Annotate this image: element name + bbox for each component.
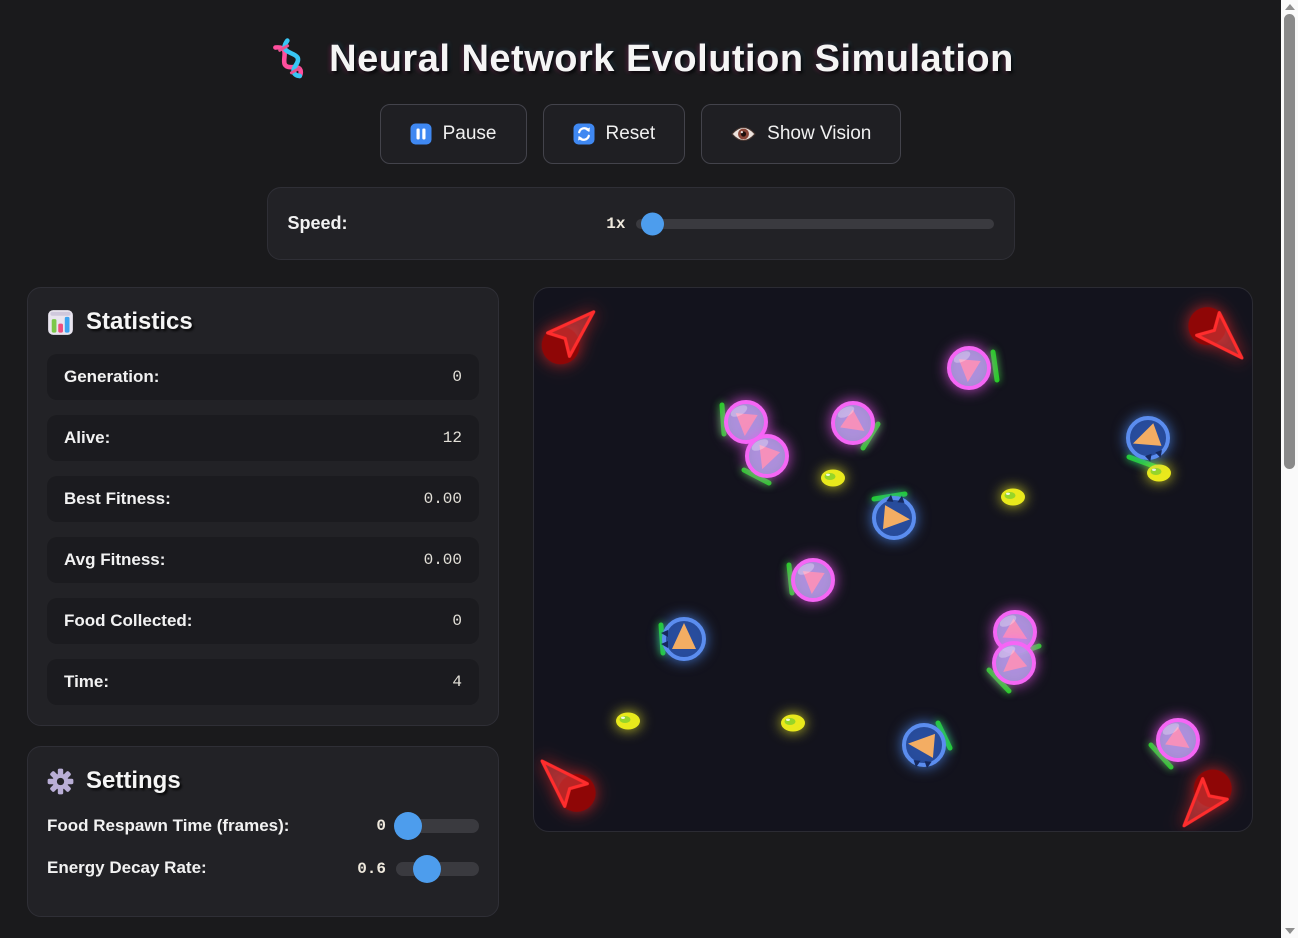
statistics-title: Statistics <box>86 308 193 335</box>
energy-decay-slider[interactable] <box>396 854 479 883</box>
wall-segment <box>990 349 1000 383</box>
predator <box>541 310 596 365</box>
speed-slider[interactable] <box>635 212 994 235</box>
setting-label: Energy Decay Rate: <box>47 858 207 878</box>
speed-panel: Speed: 1x <box>266 187 1015 260</box>
stat-label: Alive: <box>64 428 111 447</box>
stat-label: Food Collected: <box>64 611 193 630</box>
speed-slider-thumb[interactable] <box>640 212 664 235</box>
stat-label: Avg Fitness: <box>64 550 166 569</box>
food-item <box>616 712 640 730</box>
gear-icon <box>47 768 74 794</box>
agent-pink <box>947 346 991 390</box>
setting-row-energy-decay: Energy Decay Rate: 0.6 <box>47 854 479 883</box>
agent-pink <box>993 610 1037 654</box>
setting-value: 0.6 <box>357 859 386 878</box>
settings-header: Settings <box>47 767 479 795</box>
main-area: Statistics Generation: 0 Alive: 12 Best … <box>27 287 1281 917</box>
settings-panel: Settings Food Respawn Time (frames): 0 E… <box>27 746 499 917</box>
agent-pink <box>831 401 875 445</box>
setting-label: Food Respawn Time (frames): <box>47 816 290 835</box>
reset-button-label: Reset <box>605 123 656 144</box>
predator <box>1188 307 1244 360</box>
scrollbar-down-button[interactable] <box>1281 924 1298 938</box>
agent-blue <box>872 494 916 540</box>
agent-blue <box>1126 416 1170 462</box>
stat-label: Best Fitness: <box>64 489 171 508</box>
stat-row-time: Time: 4 <box>47 659 479 705</box>
food-item <box>781 714 805 732</box>
wall-segment <box>741 467 772 486</box>
food-item <box>1147 464 1171 482</box>
food-respawn-slider-thumb[interactable] <box>394 812 423 841</box>
stat-value: 12 <box>442 429 462 447</box>
food-respawn-slider[interactable] <box>394 812 479 841</box>
dna-icon <box>273 38 304 79</box>
stat-row-generation: Generation: 0 <box>47 354 479 400</box>
scrollbar-down-icon <box>1284 928 1295 934</box>
agent-blue <box>902 723 946 769</box>
scrollbar[interactable] <box>1281 0 1298 938</box>
show-vision-button-label: Show Vision <box>767 123 872 144</box>
statistics-header: Statistics <box>47 308 479 336</box>
stat-value: 0 <box>452 368 462 386</box>
left-column: Statistics Generation: 0 Alive: 12 Best … <box>27 287 499 917</box>
page: Neural Network Evolution Simulation Paus… <box>0 36 1281 917</box>
pause-button[interactable]: Pause <box>379 104 527 164</box>
pause-icon <box>410 123 432 145</box>
stat-value: 0.00 <box>423 490 462 508</box>
agent-blue <box>661 617 706 661</box>
stat-row-best-fitness: Best Fitness: 0.00 <box>47 476 479 522</box>
reset-button[interactable]: Reset <box>542 104 686 164</box>
setting-value: 0 <box>376 817 386 836</box>
show-vision-button[interactable]: Show Vision <box>701 104 902 164</box>
agent-pink <box>1156 718 1200 762</box>
wall-segment <box>935 720 953 751</box>
eye-icon <box>731 126 756 142</box>
setting-control: 0 <box>376 812 479 841</box>
agent-pink <box>791 558 835 602</box>
food-item <box>821 469 845 487</box>
page-header: Neural Network Evolution Simulation <box>0 36 1281 82</box>
predator <box>540 759 596 812</box>
agent-pink <box>724 400 768 444</box>
bar-chart-icon <box>48 309 73 335</box>
pause-button-label: Pause <box>442 123 497 144</box>
statistics-panel: Statistics Generation: 0 Alive: 12 Best … <box>27 287 499 726</box>
stat-row-avg-fitness: Avg Fitness: 0.00 <box>47 537 479 583</box>
stat-value: 0 <box>452 612 462 630</box>
scrollbar-up-button[interactable] <box>1281 0 1298 14</box>
stat-value: 0.00 <box>423 551 462 569</box>
predator <box>1182 769 1232 828</box>
simulation-canvas <box>533 287 1253 832</box>
stat-label: Generation: <box>64 367 160 386</box>
agent-pink <box>992 641 1036 685</box>
wall-segment <box>986 667 1012 694</box>
simulation-svg <box>540 307 1244 828</box>
speed-label: Speed: <box>287 213 348 233</box>
wall-segment <box>719 402 727 437</box>
stat-row-alive: Alive: 12 <box>47 415 479 461</box>
food-item <box>1001 488 1025 506</box>
stat-label: Time: <box>64 672 110 691</box>
settings-title: Settings <box>86 767 181 794</box>
setting-control: 0.6 <box>357 854 479 883</box>
page-title: Neural Network Evolution Simulation <box>329 37 1014 80</box>
setting-row-food-respawn: Food Respawn Time (frames): 0 <box>47 812 479 841</box>
stat-row-food-collected: Food Collected: 0 <box>47 598 479 644</box>
reset-icon <box>573 123 594 145</box>
toolbar: Pause Reset Show Vision <box>0 104 1281 164</box>
wall-segment <box>1148 742 1174 770</box>
energy-decay-slider-thumb[interactable] <box>412 854 441 883</box>
scrollbar-thumb[interactable] <box>1284 14 1295 469</box>
speed-value: 1x <box>606 214 626 233</box>
scrollbar-up-icon <box>1284 4 1295 10</box>
stat-value: 4 <box>452 673 462 691</box>
agent-pink <box>745 434 789 478</box>
wall-segment <box>786 562 795 596</box>
